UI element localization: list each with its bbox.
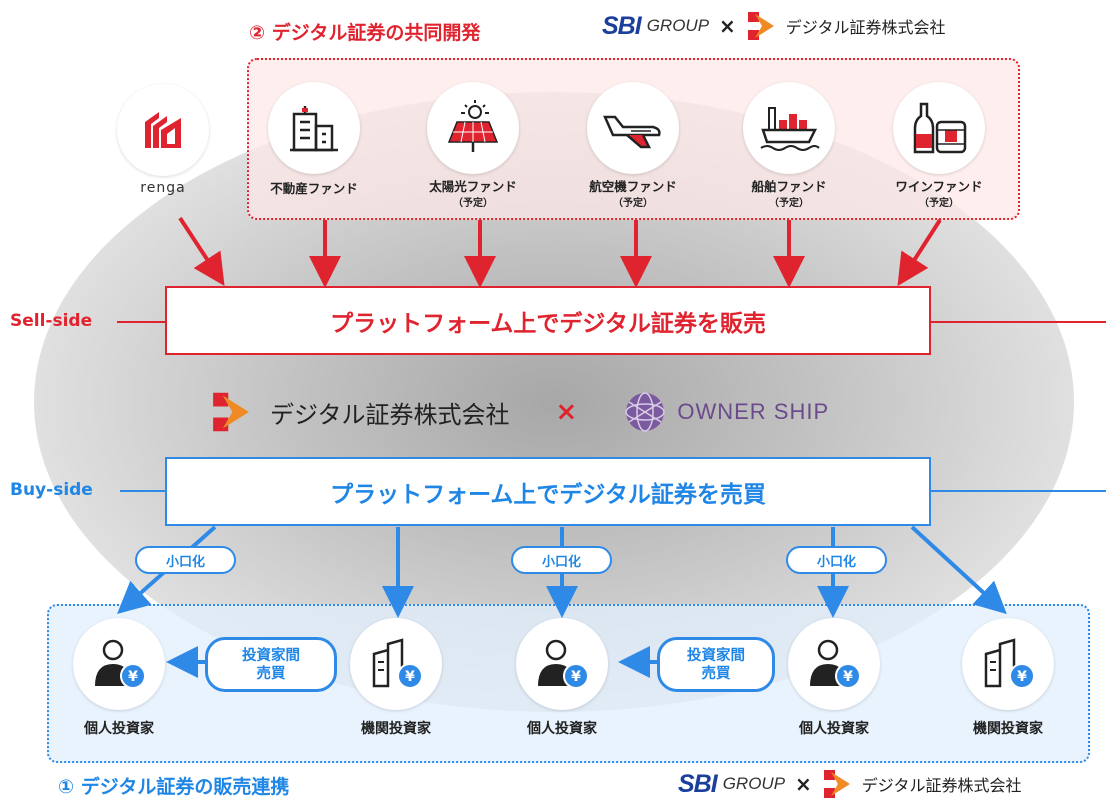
top-partner-logos: SBI GROUP × デジタル証券株式会社 [602, 10, 945, 42]
bottom-partner-logos: SBI GROUP × デジタル証券株式会社 [678, 768, 1021, 800]
airplane-icon [603, 115, 661, 149]
platform-times-mark: × [555, 397, 578, 427]
fund-label-solar: 太陽光ファンド （予定） [408, 178, 538, 212]
fund-note: （予定） [919, 198, 959, 209]
individual-investor-icon: ¥ [95, 639, 146, 689]
investor-label: 機関投資家 [973, 721, 1043, 737]
fractional-pill-3: 小口化 [786, 546, 887, 574]
investor-circle-individual-3: ¥ [788, 618, 880, 710]
fractional-pill-2: 小口化 [511, 546, 612, 574]
sbi-logo: SBI [678, 769, 718, 798]
buy-side-label: Buy-side [10, 480, 93, 500]
fund-circle-ship [743, 82, 835, 174]
investor-circle-institutional-1: ¥ [350, 618, 442, 710]
trade-pill-2: 投資家間 売買 [657, 637, 775, 692]
fractional-pill-1: 小口化 [135, 546, 236, 574]
svg-text:¥: ¥ [1017, 669, 1027, 685]
fund-note: （予定） [613, 198, 653, 209]
times-mark: × [795, 772, 812, 796]
trade-pill-1: 投資家間 売買 [205, 637, 337, 692]
digital-securities-logo-icon [747, 12, 774, 40]
co-development-heading: ② デジタル証券の共同開発 [249, 22, 481, 44]
renga-label: renga [140, 180, 186, 196]
svg-text:¥: ¥ [843, 669, 853, 685]
svg-text:¥: ¥ [571, 669, 581, 685]
solar-panel-icon [447, 100, 499, 152]
arrow-renga [178, 216, 225, 287]
sbi-group-text: GROUP [646, 16, 710, 35]
fund-label-real-estate: 不動産ファンド [249, 180, 379, 197]
svg-text:¥: ¥ [128, 669, 138, 685]
institutional-investor-icon: ¥ [372, 638, 423, 689]
investor-circle-institutional-2: ¥ [962, 618, 1054, 710]
arrow-wine [897, 218, 942, 287]
fund-name: 不動産ファンド [270, 181, 358, 196]
investor-label: 個人投資家 [84, 721, 154, 737]
fund-circle-aircraft [587, 82, 679, 174]
renga-logo-icon [145, 112, 181, 148]
fund-label-wine: ワインファンド （予定） [874, 178, 1004, 212]
investor-circle-individual-1: ¥ [73, 618, 165, 710]
fund-name: ワインファンド [895, 179, 983, 194]
ship-icon [760, 107, 820, 151]
sbi-logo: SBI [602, 11, 642, 40]
fund-name: 航空機ファンド [589, 179, 677, 194]
ownership-logo-icon [625, 392, 666, 432]
platform-partners: デジタル証券株式会社 × OWNER SHIP [210, 390, 829, 434]
sell-side-label: Sell-side [10, 311, 93, 331]
investor-circle-individual-2: ¥ [516, 618, 608, 710]
partner-company-name: デジタル証券株式会社 [785, 18, 946, 37]
svg-text:¥: ¥ [405, 669, 415, 685]
individual-investor-icon: ¥ [538, 639, 589, 689]
sales-partnership-heading: ① デジタル証券の販売連携 [58, 776, 290, 798]
wine-icon [913, 102, 967, 154]
fund-label-aircraft: 航空機ファンド （予定） [568, 178, 698, 212]
platform-company-name: デジタル証券株式会社 [270, 400, 510, 429]
investor-label: 機関投資家 [361, 721, 431, 737]
sell-side-bar: プラットフォーム上でデジタル証券を販売 [165, 286, 931, 355]
fund-note: （予定） [453, 198, 493, 209]
renga-circle [117, 84, 209, 176]
building-icon [290, 106, 338, 152]
fund-circle-real-estate [268, 82, 360, 174]
investor-label: 個人投資家 [527, 721, 597, 737]
fund-circle-solar [427, 82, 519, 174]
fund-note: （予定） [769, 198, 809, 209]
times-mark: × [719, 14, 736, 38]
institutional-investor-icon: ¥ [984, 638, 1035, 689]
arrow-to-institutional-2 [910, 525, 1007, 615]
individual-investor-icon: ¥ [810, 639, 861, 689]
fund-label-ship: 船舶ファンド （予定） [724, 178, 854, 212]
digital-securities-logo-icon [823, 770, 850, 798]
investor-label: 個人投資家 [799, 721, 869, 737]
partner-company-name: デジタル証券株式会社 [861, 776, 1022, 795]
fund-circle-wine [893, 82, 985, 174]
fund-name: 船舶ファンド [751, 179, 827, 194]
buy-side-bar: プラットフォーム上でデジタル証券を売買 [165, 457, 931, 526]
fund-name: 太陽光ファンド [429, 179, 517, 194]
digital-securities-logo-icon [213, 392, 249, 432]
ownership-name: OWNER SHIP [677, 399, 830, 424]
sbi-group-text: GROUP [722, 774, 786, 793]
